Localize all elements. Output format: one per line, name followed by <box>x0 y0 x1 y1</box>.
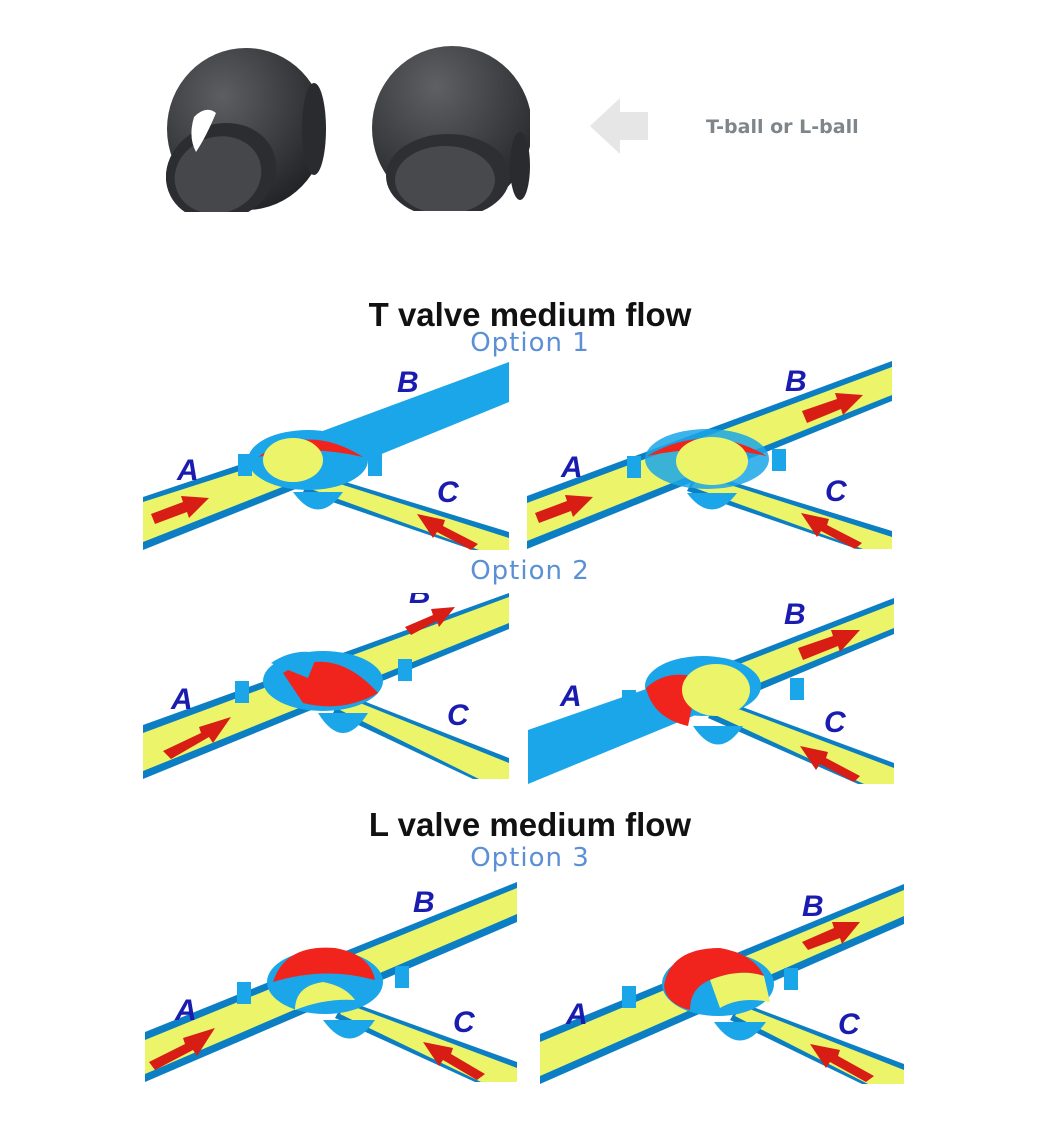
port-a-label: A <box>177 454 199 487</box>
port-c-label: C <box>824 706 846 739</box>
port-a-label: A <box>171 683 193 716</box>
port-a-label: A <box>560 680 582 713</box>
option-2-label: Option 2 <box>470 556 590 586</box>
port-a-label: A <box>561 451 583 484</box>
left-arrow-icon <box>588 96 650 156</box>
l-ball-image <box>370 46 532 218</box>
ball-type-label: T-ball or L-ball <box>706 116 859 138</box>
port-b-label: B <box>397 366 419 399</box>
option-2-left-diagram: A B C <box>143 593 509 779</box>
option-3-right-diagram: A B C <box>540 884 904 1084</box>
port-c-label: C <box>838 1008 860 1041</box>
port-b-label: B <box>409 593 431 610</box>
port-c-label: C <box>437 476 459 509</box>
option-3-left-diagram: A B C <box>145 882 517 1082</box>
port-c-label: C <box>447 699 469 732</box>
port-c-label: C <box>825 475 847 508</box>
port-b-label: B <box>785 365 807 398</box>
port-b-label: B <box>784 598 806 631</box>
option-1-right-diagram: A B C <box>527 361 892 549</box>
port-b-label: B <box>802 890 824 923</box>
option-1-left-diagram: A B C <box>143 362 509 550</box>
port-a-label: A <box>566 998 588 1031</box>
t-valve-title: T valve medium flow <box>368 296 692 333</box>
port-c-label: C <box>453 1006 475 1039</box>
port-a-label: A <box>175 994 197 1027</box>
flow-arrow-icon <box>151 496 209 524</box>
option-3-label: Option 3 <box>470 843 590 873</box>
l-valve-title: L valve medium flow <box>368 806 692 843</box>
t-ball-image <box>165 47 326 222</box>
port-b-label: B <box>413 886 435 919</box>
option-2-right-diagram: A B C <box>528 598 894 784</box>
option-1-label: Option 1 <box>470 328 590 358</box>
